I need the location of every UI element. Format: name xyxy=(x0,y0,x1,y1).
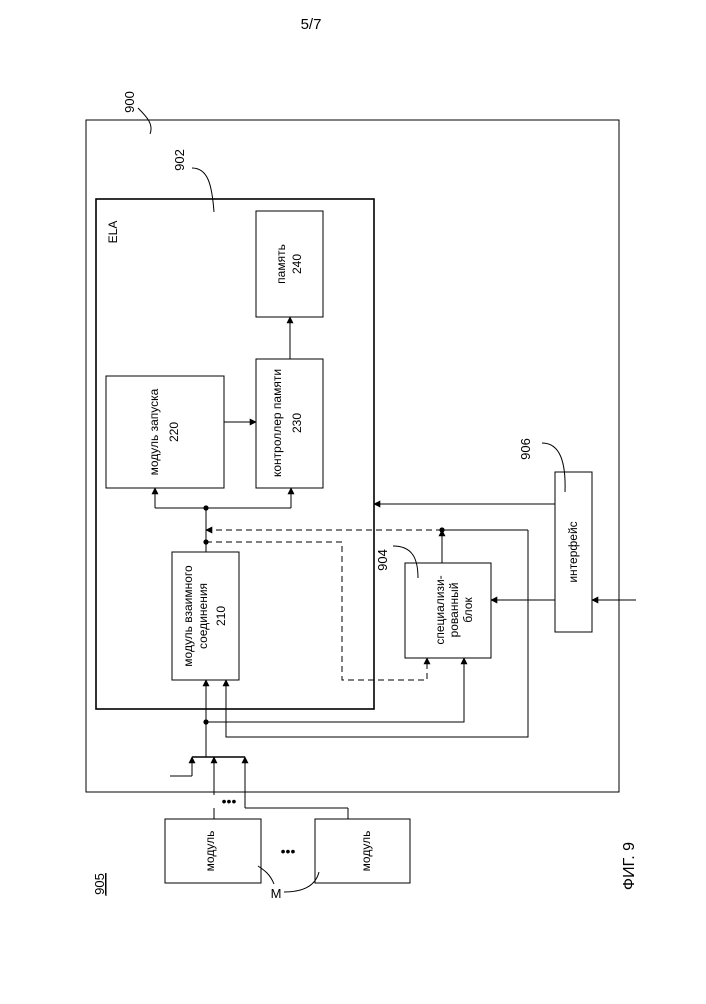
ela-label: ELA xyxy=(106,221,120,244)
interconnect-number: 210 xyxy=(214,606,228,626)
ref-906-label: 906 xyxy=(518,438,533,460)
ref-M-leader-left xyxy=(258,866,274,884)
ref-902-leader xyxy=(192,168,214,212)
ref-900-label: 900 xyxy=(122,91,137,113)
memory-number: 240 xyxy=(290,254,304,274)
special-block-line3: блок xyxy=(461,597,475,623)
ref-M-label: M xyxy=(271,886,282,901)
memory-label: память xyxy=(274,244,288,284)
ref-904-label: 904 xyxy=(375,549,390,571)
memory-controller-label: контроллер памяти xyxy=(270,369,284,477)
page-number: 5/7 xyxy=(301,16,322,33)
module-M-label: модуль xyxy=(359,831,373,872)
launch-module-220-box xyxy=(106,376,224,488)
memory-controller-number: 230 xyxy=(290,413,304,433)
special-block-line1: специализи- xyxy=(433,575,447,644)
system-900-box xyxy=(86,120,619,792)
modules-dots: ••• xyxy=(281,843,296,859)
interface-label: интерфейс xyxy=(566,521,580,582)
module-1-label: модуль xyxy=(203,831,217,872)
figure-caption: ФИГ. 9 xyxy=(621,842,638,890)
interconnect-label-line2: соединения xyxy=(196,583,210,649)
ref-902-label: 902 xyxy=(172,149,187,171)
junction-bus-top xyxy=(203,505,208,510)
launch-module-number: 220 xyxy=(167,422,181,442)
ref-905-label: 905 xyxy=(92,873,107,895)
launch-module-label: модуль запуска xyxy=(147,388,161,475)
special-block-line2: рованный xyxy=(447,583,461,638)
interconnect-label-line1: модуль взаимного xyxy=(181,565,195,667)
bus-dots: ••• xyxy=(222,793,237,809)
ref-900-leader xyxy=(138,108,151,134)
ela-box xyxy=(96,199,374,709)
ref-906-leader xyxy=(542,443,565,492)
arrow-module-to-special xyxy=(206,658,464,722)
ref-M-leader-right xyxy=(284,872,319,892)
